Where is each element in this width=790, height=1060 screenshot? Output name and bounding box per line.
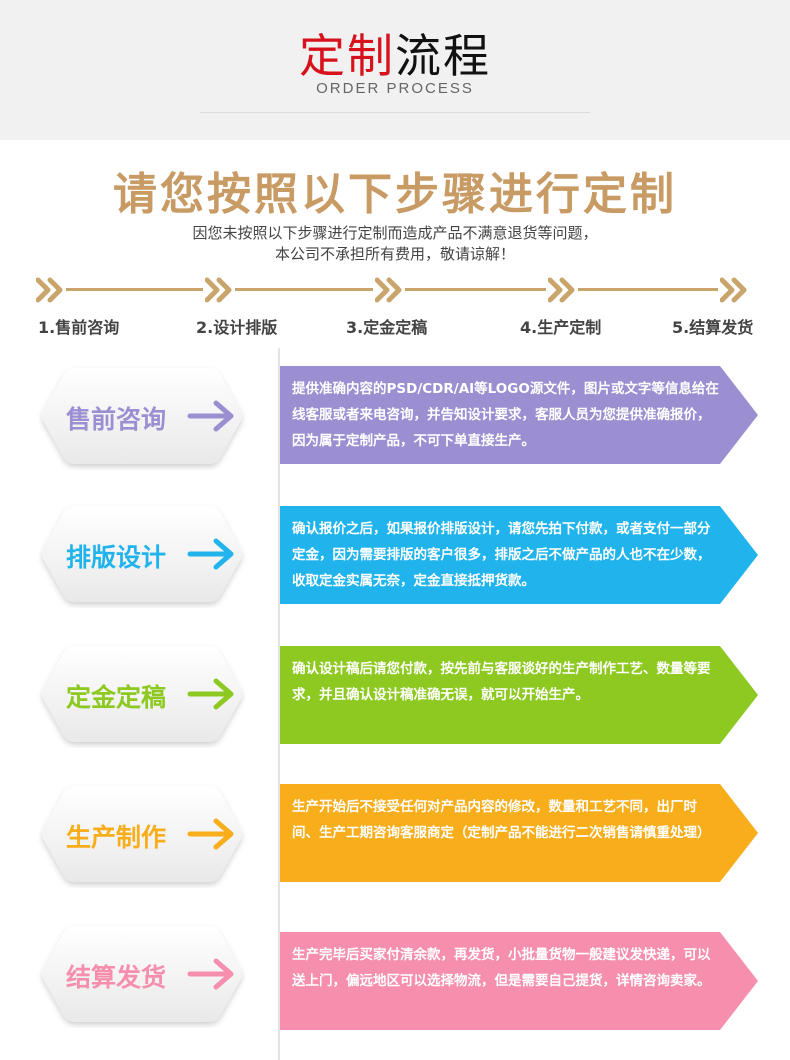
right-arrow-icon	[187, 400, 234, 432]
flow-connector-line	[405, 288, 546, 291]
page-subtitle: ORDER PROCESS	[316, 80, 474, 97]
flow-step-label: 5.结算发货	[672, 318, 754, 337]
stage-description-band: 生产完毕后买家付清余款，再发货，小批量货物一般建议发快递，可以送上门，偏远地区可…	[280, 932, 760, 1030]
stage-description: 提供准确内容的PSD/CDR/AI等LOGO源文件，图片或文字等信息给在线客服或…	[292, 381, 719, 449]
stage-title: 排版设计	[66, 543, 167, 572]
page-title: 定制流程	[0, 20, 790, 86]
flow-step-label: 2.设计排版	[196, 318, 278, 337]
stage-card: 定金定稿	[36, 640, 248, 748]
stage-description-band: 生产开始后不接受任何对产品内容的修改，数量和工艺不同，出厂时间、生产工期咨询客服…	[280, 784, 760, 882]
arrow-band-shape	[280, 646, 758, 744]
stage-card: 生产制作	[36, 780, 248, 888]
double-chevron-icon	[374, 276, 405, 304]
arrow-band-shape	[280, 366, 758, 464]
header-banner: 定制流程 ORDER PROCESS	[0, 0, 790, 140]
arrow-band-shape	[280, 932, 758, 1030]
vertical-divider	[278, 348, 280, 1060]
flow-step-label: 3.定金定稿	[346, 318, 428, 337]
hexagon-badge	[42, 368, 242, 464]
stage-description: 生产开始后不接受任何对产品内容的修改，数量和工艺不同，出厂时间、生产工期咨询客服…	[292, 799, 711, 841]
stage-description: 确认报价之后，如果报价排版设计，请您先拍下付款，或者支付一部分定金，因为需要排版…	[292, 521, 711, 589]
stage-description-band: 确认设计稿后请您付款，按先前与客服谈好的生产制作工艺、数量等要求，并且确认设计稿…	[280, 646, 760, 744]
flow-connector-line	[578, 288, 718, 291]
process-headline: 请您按照以下步骤进行定制	[113, 169, 677, 220]
flow-connector-line	[235, 288, 373, 291]
notice-line-2: 本公司不承担所有费用，敬请谅解！	[274, 245, 515, 263]
right-arrow-icon	[187, 818, 234, 850]
page-title-black: 流程	[395, 29, 491, 83]
hexagon-badge	[42, 646, 242, 742]
banner-divider	[200, 112, 590, 113]
notice-line-1: 因您未按照以下步骤进行定制而造成产品不满意退货等问题，	[192, 224, 598, 242]
stage-title: 售前咨询	[66, 405, 167, 434]
double-chevron-icon	[204, 276, 235, 304]
double-chevron-icon	[35, 276, 66, 304]
stage-description-band: 确认报价之后，如果报价排版设计，请您先拍下付款，或者支付一部分定金，因为需要排版…	[280, 506, 760, 604]
flow-connector-line	[66, 288, 203, 291]
stage-title: 定金定稿	[66, 683, 167, 712]
arrow-band-shape	[280, 784, 758, 882]
hexagon-badge	[42, 926, 242, 1022]
stage-description-band: 提供准确内容的PSD/CDR/AI等LOGO源文件，图片或文字等信息给在线客服或…	[280, 366, 760, 464]
stage-title: 结算发货	[66, 963, 167, 992]
hexagon-badge	[42, 786, 242, 882]
right-arrow-icon	[187, 678, 234, 710]
stage-card: 售前咨询	[36, 362, 248, 470]
right-arrow-icon	[187, 538, 234, 570]
flow-step-label: 4.生产定制	[520, 318, 602, 337]
stage-card: 结算发货	[36, 920, 248, 1028]
double-chevron-icon	[719, 276, 750, 304]
flow-step-label: 1.售前咨询	[38, 318, 120, 337]
stage-title: 生产制作	[66, 823, 167, 852]
stage-description: 生产完毕后买家付清余款，再发货，小批量货物一般建议发快递，可以送上门，偏远地区可…	[292, 947, 711, 989]
stage-description: 确认设计稿后请您付款，按先前与客服谈好的生产制作工艺、数量等要求，并且确认设计稿…	[292, 661, 711, 703]
stage-card: 排版设计	[36, 500, 248, 608]
page-title-red: 定制	[299, 29, 395, 83]
double-chevron-icon	[547, 276, 578, 304]
arrow-band-shape	[280, 506, 758, 604]
right-arrow-icon	[187, 958, 234, 990]
hexagon-badge	[42, 506, 242, 602]
